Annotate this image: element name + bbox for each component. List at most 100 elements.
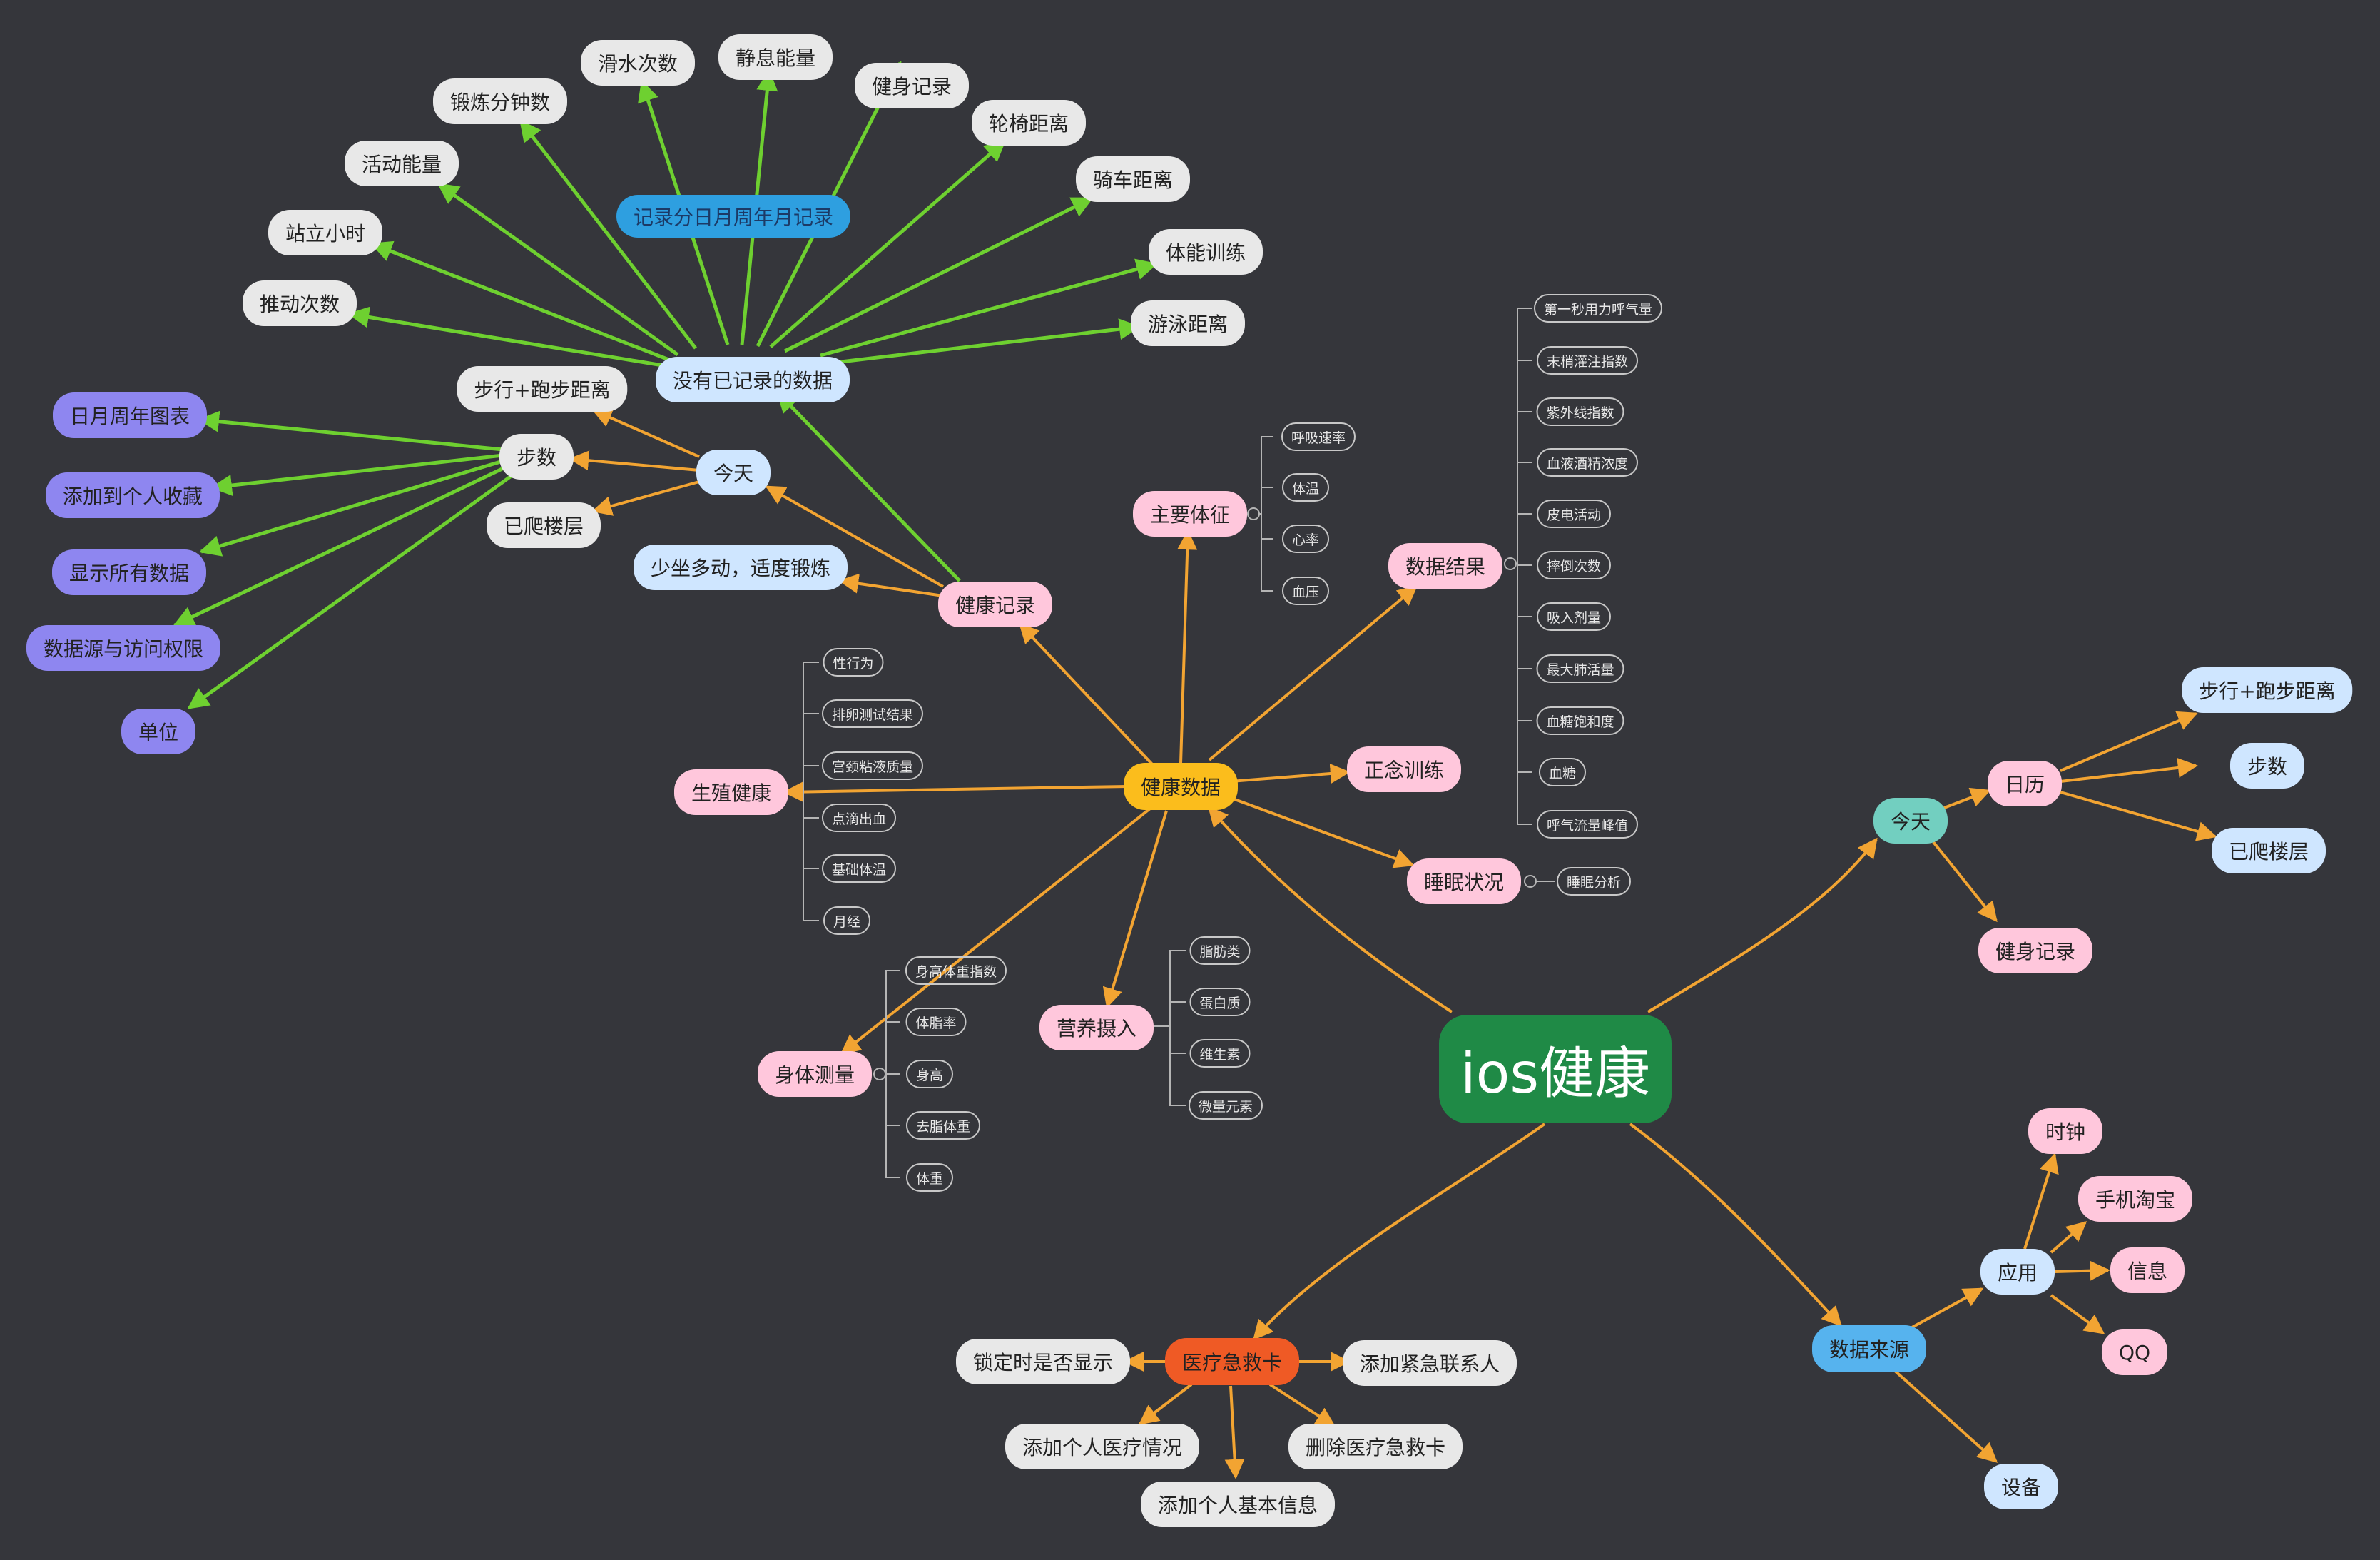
calendar-child-0[interactable]: 步行+跑步距离 — [2182, 667, 2353, 713]
steps-child-favorite[interactable]: 添加到个人收藏 — [45, 472, 220, 518]
root-node[interactable]: ios健康 — [1438, 1015, 1672, 1123]
link-source-apps — [1911, 1287, 1984, 1329]
reproductive-node[interactable]: 生殖健康 — [673, 769, 789, 815]
apps-node[interactable]: 应用 — [1980, 1249, 2055, 1295]
nutrition-item-2[interactable]: 维生素 — [1189, 1039, 1251, 1068]
sit-less-node[interactable]: 少坐多动，适度锻炼 — [633, 545, 848, 590]
nodata-child-6[interactable]: 健身记录 — [854, 63, 970, 108]
nodata-child-7[interactable]: 轮椅距离 — [971, 100, 1087, 146]
med-lock-screen[interactable]: 锁定时是否显示 — [955, 1339, 1131, 1384]
results-item-10[interactable]: 呼气流量峰值 — [1536, 810, 1639, 839]
link-cal-steps — [2060, 757, 2198, 783]
vitals-item-1[interactable]: 体温 — [1281, 473, 1330, 502]
nutrition-item-0[interactable]: 脂肪类 — [1189, 936, 1251, 965]
nutrition-node[interactable]: 营养摄入 — [1039, 1005, 1154, 1050]
app-messages[interactable]: 信息 — [2110, 1247, 2185, 1293]
vitals-item-2[interactable]: 心率 — [1281, 525, 1330, 553]
link-apps-qq — [2050, 1294, 2105, 1334]
link-apps-clock — [2023, 1153, 2059, 1250]
fitness-record-node[interactable]: 健康记录 — [937, 582, 1053, 627]
results-item-3[interactable]: 血液酒精浓度 — [1536, 448, 1639, 477]
steps-child-sources[interactable]: 数据源与访问权限 — [26, 625, 221, 671]
no-data-node[interactable]: 没有已记录的数据 — [655, 357, 850, 402]
nutrition-item-1[interactable]: 蛋白质 — [1189, 988, 1251, 1016]
nodata-child-8[interactable]: 骑车距离 — [1075, 156, 1191, 202]
link-med-delete — [1268, 1383, 1336, 1427]
app-taobao[interactable]: 手机淘宝 — [2078, 1176, 2193, 1222]
nodata-child-0[interactable]: 推动次数 — [242, 280, 357, 326]
med-medical-info[interactable]: 添加个人医疗情况 — [1005, 1424, 1200, 1469]
mindful-node[interactable]: 正念训练 — [1346, 746, 1462, 792]
steps-child-chart[interactable]: 日月周年图表 — [52, 392, 208, 438]
med-emergency-contact[interactable]: 添加紧急联系人 — [1342, 1340, 1517, 1386]
body-item-3[interactable]: 去脂体重 — [905, 1111, 981, 1140]
results-item-5[interactable]: 摔倒次数 — [1536, 551, 1612, 579]
link-today-walk — [591, 408, 700, 458]
vitals-item-3[interactable]: 血压 — [1281, 577, 1330, 605]
link-health-sleep — [1230, 796, 1415, 868]
med-delete-card[interactable]: 删除医疗急救卡 — [1288, 1424, 1463, 1469]
link-apps-info — [2054, 1260, 2110, 1281]
data-source-node[interactable]: 数据来源 — [1811, 1325, 1927, 1372]
today-branch-node[interactable]: 今天 — [1873, 798, 1948, 844]
app-qq[interactable]: QQ — [2101, 1329, 2168, 1375]
vitals-node[interactable]: 主要体征 — [1132, 491, 1248, 537]
calendar-child-1[interactable]: 步数 — [2229, 743, 2305, 789]
body-item-1[interactable]: 体脂率 — [905, 1008, 967, 1036]
nodata-child-9[interactable]: 体能训练 — [1148, 229, 1263, 275]
vitals-item-0[interactable]: 呼吸速率 — [1281, 422, 1356, 451]
repro-item-4[interactable]: 基础体温 — [821, 854, 897, 883]
calendar-child-2[interactable]: 已爬楼层 — [2211, 828, 2326, 873]
link-root-today — [1647, 837, 1878, 1013]
nutrition-item-3[interactable]: 微量元素 — [1188, 1091, 1263, 1120]
link-health-repro — [783, 781, 1128, 802]
link-fitness-nodata — [775, 390, 961, 582]
results-item-2[interactable]: 紫外线指数 — [1536, 397, 1624, 426]
nodata-child-4[interactable]: 滑水次数 — [580, 40, 696, 86]
sleep-item-0[interactable]: 睡眠分析 — [1556, 867, 1632, 896]
app-clock[interactable]: 时钟 — [2028, 1108, 2103, 1154]
repro-item-5[interactable]: 月经 — [823, 906, 871, 935]
body-item-2[interactable]: 身高 — [905, 1060, 954, 1088]
link-cal-walk — [2060, 711, 2198, 772]
link-root-medical — [1253, 1123, 1546, 1341]
body-item-0[interactable]: 身高体重指数 — [905, 956, 1007, 985]
repro-item-1[interactable]: 排卵测试结果 — [821, 699, 924, 728]
results-node[interactable]: 数据结果 — [1388, 543, 1503, 589]
results-item-6[interactable]: 吸入剂量 — [1536, 602, 1612, 631]
link-today-steps — [569, 450, 700, 472]
link-root-source — [1629, 1123, 1842, 1327]
nodata-child-2[interactable]: 活动能量 — [344, 141, 459, 186]
results-item-1[interactable]: 末梢灌注指数 — [1536, 346, 1639, 375]
results-item-7[interactable]: 最大肺活量 — [1536, 654, 1624, 683]
nodata-child-1[interactable]: 站立小时 — [268, 210, 383, 255]
results-item-0[interactable]: 第一秒用力呼气量 — [1533, 294, 1663, 323]
steps-child-unit[interactable]: 单位 — [121, 709, 196, 754]
body-node[interactable]: 身体测量 — [757, 1051, 873, 1097]
devices-node[interactable]: 设备 — [1983, 1464, 2059, 1509]
results-item-9[interactable]: 血糖 — [1538, 758, 1587, 786]
walk-run-node[interactable]: 步行+跑步距离 — [457, 366, 628, 412]
steps-child-show-all[interactable]: 显示所有数据 — [51, 549, 207, 595]
today-node[interactable]: 今天 — [696, 450, 771, 495]
repro-item-3[interactable]: 点滴出血 — [821, 804, 897, 832]
link-health-nutrition — [1102, 810, 1168, 1008]
health-data-node[interactable]: 健康数据 — [1123, 763, 1239, 810]
nodata-child-3[interactable]: 锻炼分钟数 — [432, 78, 568, 124]
repro-item-2[interactable]: 宫颈粘液质量 — [821, 751, 924, 780]
steps-node[interactable]: 步数 — [499, 434, 574, 480]
medical-id-node[interactable]: 医疗急救卡 — [1164, 1338, 1300, 1385]
results-item-4[interactable]: 皮电活动 — [1536, 500, 1612, 528]
link-root-health — [1208, 806, 1453, 1013]
nodata-child-5[interactable]: 静息能量 — [718, 34, 833, 80]
repro-item-0[interactable]: 性行为 — [823, 648, 884, 677]
body-item-4[interactable]: 体重 — [905, 1163, 954, 1192]
floors-node[interactable]: 已爬楼层 — [486, 502, 601, 548]
sleep-node[interactable]: 睡眠状况 — [1406, 858, 1522, 904]
today-fitness-node[interactable]: 健身记录 — [1978, 928, 2093, 973]
calendar-node[interactable]: 日历 — [1987, 761, 2063, 806]
med-basic-info[interactable]: 添加个人基本信息 — [1140, 1482, 1336, 1527]
nodata-child-10[interactable]: 游泳距离 — [1130, 300, 1246, 346]
results-item-8[interactable]: 血糖饱和度 — [1536, 706, 1624, 735]
